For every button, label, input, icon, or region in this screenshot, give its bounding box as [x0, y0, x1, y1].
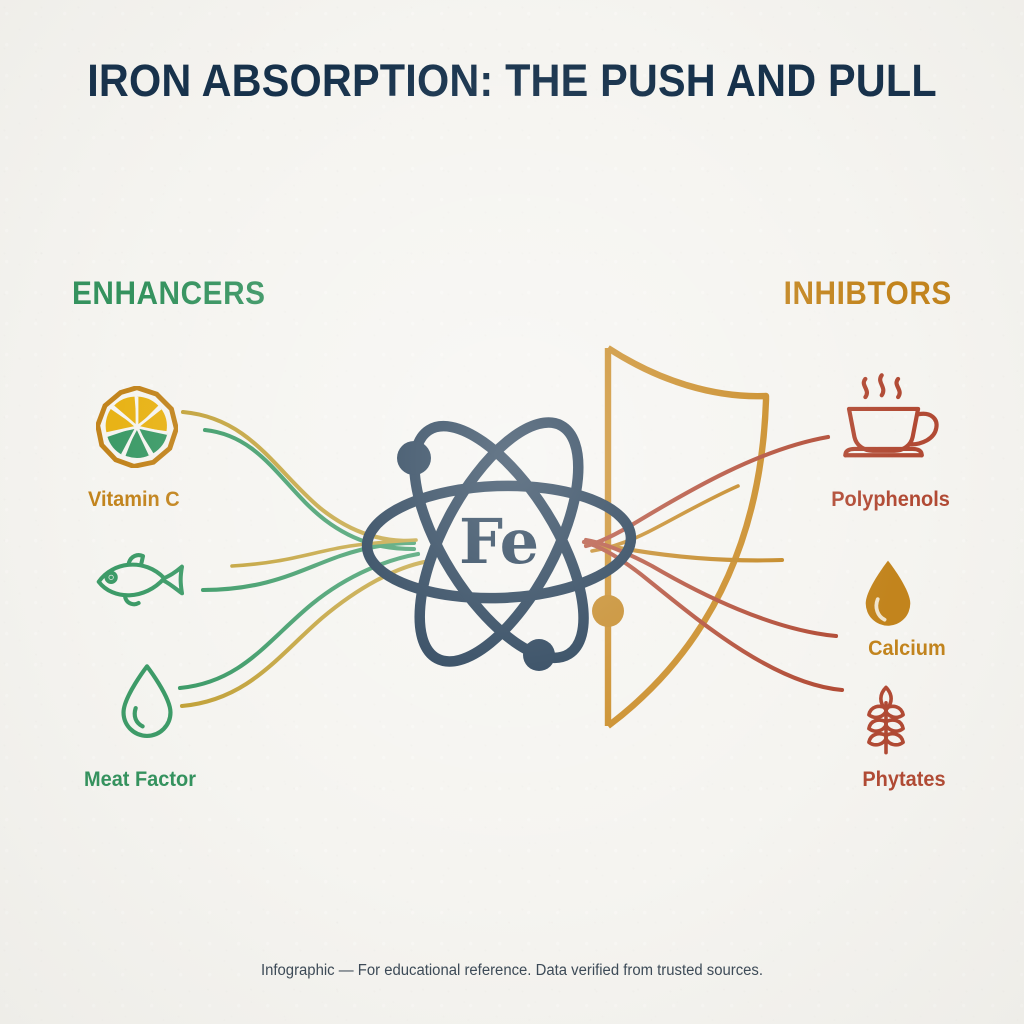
page-title: IRON ABSORPTION: THE PUSH AND PULL	[87, 55, 937, 106]
node-label-phytates: Phytates	[862, 768, 946, 791]
atom-electron-1	[397, 441, 431, 475]
absorption-barrier-shield	[606, 345, 770, 729]
element-symbol-fe: Fe	[459, 505, 539, 578]
milk-droplet-icon	[860, 558, 916, 630]
flow-line-vitamin-c-green	[202, 427, 417, 552]
atom-electron-2	[523, 639, 555, 671]
atom-orbit-3	[409, 420, 589, 664]
flow-line-meat-factor-green	[177, 551, 421, 691]
coffee-cup-icon	[834, 368, 944, 468]
node-label-polyphenols: Polyphenols	[831, 488, 950, 511]
flow-line-polyphenols-red	[583, 434, 831, 549]
inhibitor-flow-lines	[581, 434, 845, 693]
atom-orbit-1	[414, 417, 584, 667]
flow-line-phytates-red	[581, 539, 845, 693]
flow-line-fish-gold	[230, 538, 418, 568]
node-label-calcium: Calcium	[868, 637, 946, 660]
wheat-stalk-icon	[860, 684, 912, 756]
iron-atom-graphic: Fe	[361, 417, 637, 671]
flow-line-meat-factor-gold	[179, 559, 427, 709]
flow-line-calcium-red	[583, 537, 839, 639]
flow-line-fish-green	[200, 540, 417, 593]
flow-line-polyphenols-gold	[590, 484, 740, 553]
atom-orbit-2	[361, 480, 637, 604]
droplet-outline-icon	[116, 662, 178, 742]
node-label-vitamin-c: Vitamin C	[88, 488, 180, 511]
fish-icon	[88, 549, 198, 611]
section-heading-inhibitors: INHIBTORS	[783, 275, 952, 311]
node-label-meat-factor: Meat Factor	[84, 768, 196, 791]
section-heading-enhancers: ENHANCERS	[72, 275, 266, 311]
atom-electron-3	[592, 595, 624, 627]
citrus-slice-icon	[95, 385, 179, 469]
flow-line-vitamin-c-gold	[180, 409, 415, 544]
footer-note: Infographic — For educational reference.…	[260, 962, 764, 979]
enhancer-flow-lines	[177, 409, 427, 709]
